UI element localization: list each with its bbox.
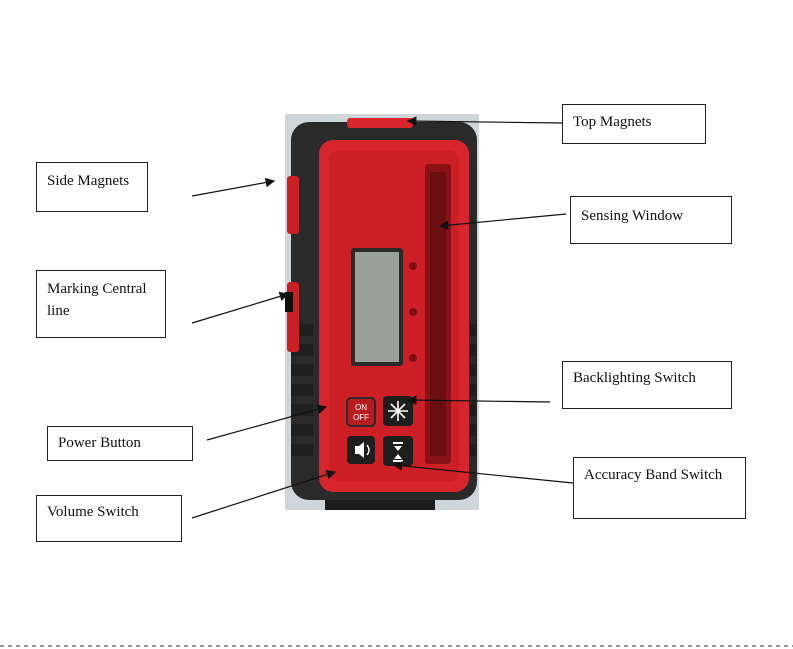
label-sensing-window-text: Sensing Window bbox=[581, 208, 683, 224]
marking-notch bbox=[285, 292, 293, 312]
label-marking-central-line-text: Marking Central line bbox=[47, 281, 147, 319]
indicator-light-top bbox=[409, 262, 417, 270]
arrow-side-magnets bbox=[192, 181, 274, 196]
volume-button[interactable] bbox=[347, 436, 375, 464]
label-accuracy-band-switch: Accuracy Band Switch bbox=[573, 457, 746, 519]
power-button[interactable]: ON OFF bbox=[347, 398, 375, 426]
lcd-display bbox=[355, 252, 399, 362]
indicator-light-bottom bbox=[409, 354, 417, 362]
side-magnet-upper bbox=[287, 176, 299, 234]
label-power-button: Power Button bbox=[47, 426, 193, 461]
off-text: OFF bbox=[353, 413, 369, 422]
sun-icon bbox=[388, 401, 408, 421]
laser-receiver-illustration: ON OFF bbox=[285, 114, 479, 510]
label-backlighting-switch-text: Backlighting Switch bbox=[573, 370, 696, 386]
backlight-button[interactable] bbox=[383, 396, 413, 426]
label-side-magnets: Side Magnets bbox=[36, 162, 148, 212]
on-text: ON bbox=[355, 403, 367, 412]
label-side-magnets-text: Side Magnets bbox=[47, 173, 129, 189]
label-backlighting-switch: Backlighting Switch bbox=[562, 361, 732, 409]
label-marking-central-line: Marking Central line bbox=[36, 270, 166, 338]
device-photo: ON OFF bbox=[285, 114, 479, 510]
label-accuracy-band-switch-text: Accuracy Band Switch bbox=[584, 467, 722, 483]
accuracy-band-button[interactable] bbox=[383, 436, 413, 466]
label-volume-switch: Volume Switch bbox=[36, 495, 182, 542]
label-volume-switch-text: Volume Switch bbox=[47, 504, 139, 520]
page-bottom-rule bbox=[0, 645, 793, 647]
label-power-button-text: Power Button bbox=[58, 435, 141, 451]
indicator-light-middle bbox=[409, 308, 417, 316]
label-top-magnets: Top Magnets bbox=[562, 104, 706, 144]
label-sensing-window: Sensing Window bbox=[570, 196, 732, 244]
label-top-magnets-text: Top Magnets bbox=[573, 114, 652, 130]
arrow-marking-central-line bbox=[192, 294, 288, 323]
top-magnet bbox=[347, 118, 413, 128]
